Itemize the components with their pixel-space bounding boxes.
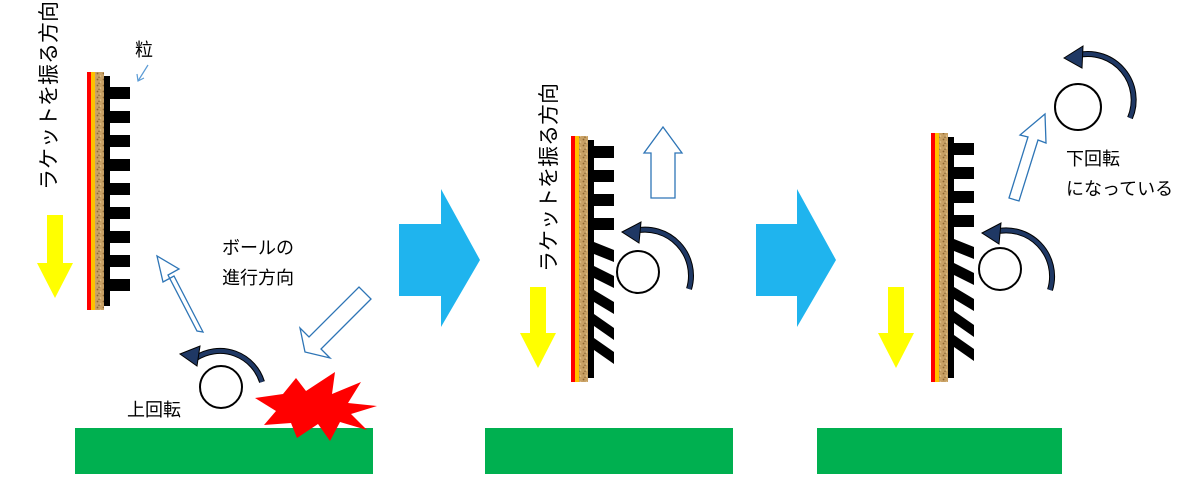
rubber-pimples xyxy=(110,87,130,291)
outgoing-ball-path-arrow xyxy=(156,254,205,333)
racket-paddle xyxy=(87,72,130,310)
grain-label: 粒 xyxy=(135,40,153,61)
panel-1-topspin-arrival: ラケットを振る方向 粒 ボールの 進行方向 上回転 xyxy=(37,1,377,474)
step-arrow-1 xyxy=(399,189,480,327)
cork-blade xyxy=(939,133,948,382)
table-surface xyxy=(817,428,1062,474)
swing-direction-arrow xyxy=(878,287,914,368)
pimple-base xyxy=(104,76,110,306)
table-surface xyxy=(485,428,733,474)
cork-blade xyxy=(95,72,104,310)
grain-pointer-arrow xyxy=(136,64,149,82)
ball-on-racket xyxy=(978,247,1022,291)
backspin-rotation-arrow-flying xyxy=(1063,45,1137,120)
ball xyxy=(616,250,660,294)
sponge-layer xyxy=(91,72,95,310)
ball-path-diagonal-arrow xyxy=(1008,112,1047,202)
pimple-base xyxy=(948,137,954,378)
ball xyxy=(199,365,243,409)
cork-blade xyxy=(579,136,588,382)
swing-direction-arrow xyxy=(37,215,73,298)
backspin-rotation-arrow xyxy=(621,221,694,290)
sponge-layer xyxy=(935,133,939,382)
panel-3-backspin-result: 下回転 になっている xyxy=(817,45,1173,474)
racket-paddle xyxy=(931,133,974,382)
rubber-red-layer xyxy=(931,133,935,382)
backspin-label-line2: になっている xyxy=(1066,179,1173,200)
pimple-base xyxy=(588,140,594,378)
rubber-red-layer xyxy=(87,72,91,310)
rubber-pimples xyxy=(594,146,614,364)
ball-direction-label-line1: ボールの xyxy=(222,238,294,259)
topspin-label: 上回転 xyxy=(127,400,181,421)
swing-direction-arrow xyxy=(520,287,556,368)
racket-paddle xyxy=(571,136,614,382)
ball-direction-label-line2: 進行方向 xyxy=(222,268,294,289)
impact-burst xyxy=(255,372,377,441)
rubber-pimples xyxy=(954,143,974,361)
step-arrow-2 xyxy=(756,189,836,327)
topspin-rotation-arrow xyxy=(178,345,265,383)
sponge-layer xyxy=(575,136,579,382)
ball-flying xyxy=(1054,83,1102,131)
swing-direction-label: ラケットを振る方向 xyxy=(37,1,61,190)
backspin-rotation-arrow xyxy=(981,222,1055,291)
ball-path-up-arrow xyxy=(642,125,684,199)
swing-direction-label: ラケットを振る方向 xyxy=(537,83,561,272)
panel-2-ball-on-racket: ラケットを振る方向 xyxy=(485,83,733,474)
table-surface xyxy=(75,428,373,474)
rubber-red-layer xyxy=(571,136,575,382)
incoming-ball-path-arrow xyxy=(298,286,372,360)
backspin-label-line1: 下回転 xyxy=(1066,149,1120,170)
